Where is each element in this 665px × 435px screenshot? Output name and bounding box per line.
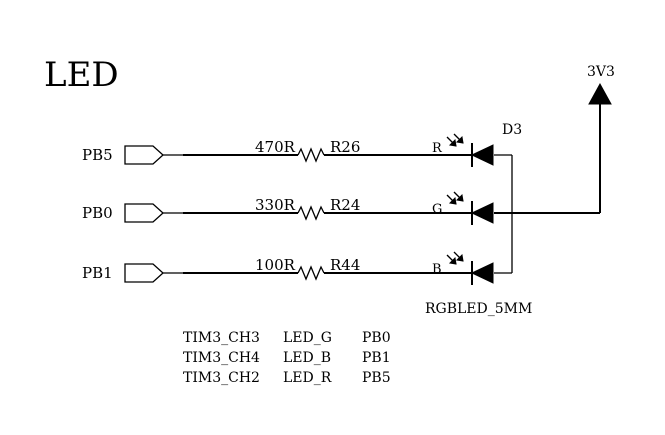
anode-bus: [494, 154, 600, 274]
port-icon: [124, 145, 164, 165]
channel-pb0: PB0 330R R24 G: [82, 191, 494, 225]
resistor-ref: R44: [330, 256, 360, 274]
port-icon: [124, 263, 164, 283]
light-emission-icon: [446, 133, 464, 147]
gpio-pin: PB0: [362, 330, 391, 346]
resistor-value: 100R: [255, 256, 296, 274]
power-label: 3V3: [587, 64, 615, 80]
resistor-icon: [297, 205, 325, 221]
timer-channel: TIM3_CH4: [183, 350, 260, 366]
net-label: PB0: [82, 204, 113, 222]
resistor-value: 470R: [255, 138, 296, 156]
net-label: PB5: [82, 146, 113, 164]
channel-pb5: PB5 470R R26 R: [82, 133, 494, 167]
timer-mapping-table: TIM3_CH3 LED_G PB0 TIM3_CH4 LED_B PB1 TI…: [183, 330, 391, 386]
light-emission-icon: [446, 191, 464, 205]
led-part: RGBLED_5MM: [425, 301, 532, 317]
power-arrow-icon: [588, 82, 612, 105]
port-icon: [124, 203, 164, 223]
resistor-value: 330R: [255, 196, 296, 214]
resistor-ref: R26: [330, 138, 360, 156]
resistor-icon: [297, 265, 325, 281]
diode-icon: [470, 144, 494, 166]
timer-channel: TIM3_CH2: [183, 370, 260, 386]
channel-pb1: PB1 100R R44 B: [82, 251, 494, 285]
table-row: TIM3_CH4 LED_B PB1: [183, 350, 391, 366]
table-row: TIM3_CH3 LED_G PB0: [183, 330, 391, 346]
led-signal: LED_G: [283, 330, 332, 346]
power-symbol-3v3: 3V3: [587, 64, 615, 213]
gpio-pin: PB1: [362, 350, 391, 366]
resistor-icon: [297, 147, 325, 163]
schematic-title: LED: [44, 55, 119, 95]
gpio-pin: PB5: [362, 370, 391, 386]
led-ref: D3: [502, 122, 522, 138]
table-row: TIM3_CH2 LED_R PB5: [183, 370, 391, 386]
timer-channel: TIM3_CH3: [183, 330, 260, 346]
resistor-ref: R24: [330, 196, 360, 214]
led-pin-label: B: [432, 262, 442, 277]
led-pin-label: R: [432, 141, 443, 156]
diode-icon: [470, 202, 494, 224]
light-emission-icon: [446, 251, 464, 265]
led-pin-label: G: [432, 202, 442, 217]
led-signal: LED_R: [283, 370, 332, 386]
diode-icon: [470, 262, 494, 284]
led-signal: LED_B: [283, 350, 331, 366]
net-label: PB1: [82, 264, 113, 282]
